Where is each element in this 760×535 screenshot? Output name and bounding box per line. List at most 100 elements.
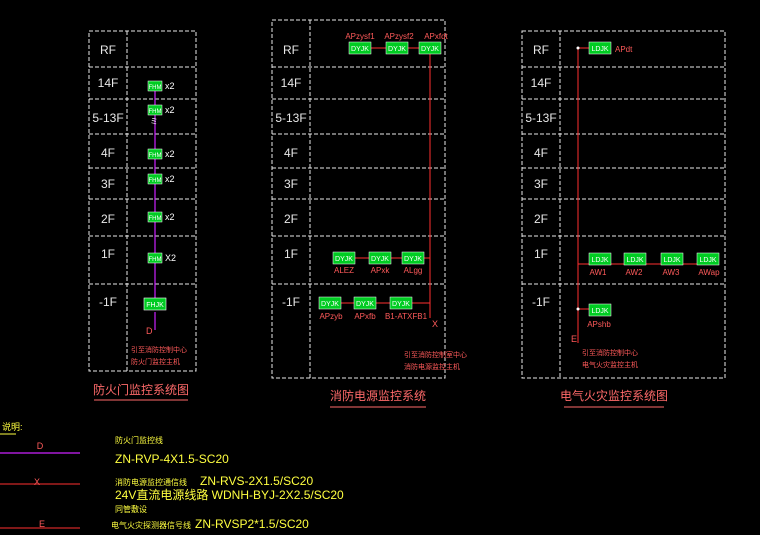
power-monitor-wiring (341, 47, 431, 318)
module-code: FHM (149, 216, 162, 222)
ldjk-module-1f-2: LDJK AW2 (623, 252, 647, 277)
module-label: ALgg (404, 266, 423, 275)
electrical-fire-wiring (577, 47, 718, 343)
module-code: LDJK (626, 257, 643, 264)
floor-label: 4F (284, 146, 298, 160)
ldjk-module-1f-1: LDJK AW1 (588, 252, 612, 277)
legend-wire-letter: D (37, 441, 44, 451)
module-multiplier: x2 (165, 212, 175, 222)
ldjk-module-1f-4: LDJK AWap (696, 252, 720, 277)
module-label: AW1 (589, 268, 607, 277)
module-label: ALEZ (334, 266, 354, 275)
legend-line-sub: 24V直流电源线路 WDNH-BYJ-2X2.5/SC20 (115, 487, 344, 502)
floor-label: 1F (534, 247, 548, 261)
module-multiplier: X2 (165, 253, 176, 263)
module-label: APzysf1 (345, 32, 375, 41)
module-code: FHM (149, 257, 162, 263)
module-label: APzysf2 (384, 32, 414, 41)
note-line: 电气火灾监控主机 (582, 360, 638, 369)
module-code: LDJK (591, 257, 608, 264)
module-multiplier: x2 (165, 105, 175, 115)
module-label: APshb (587, 320, 611, 329)
module-code: FHM (149, 153, 162, 159)
module-code: DYJK (421, 46, 439, 53)
module-code: DYJK (351, 46, 369, 53)
dyjk-module-rf-3: DYJK APxfdt (418, 32, 449, 55)
note-line: 消防电源监控主机 (404, 362, 460, 371)
module-code: DYJK (371, 256, 389, 263)
module-multiplier: x2 (165, 149, 175, 159)
ldjk-module-rf: LDJK APdt (588, 41, 633, 55)
dyjk-module-rf-1: DYJK APzysf1 (345, 32, 375, 55)
legend-line-spec: ZN-RVS-2X1.5/SC20 (200, 474, 313, 488)
floor-label: 4F (534, 146, 548, 160)
module-code: DYJK (392, 301, 410, 308)
panel-grid (271, 19, 446, 379)
floor-label: RF (100, 43, 116, 57)
fhjk-controller-b1: FHJK (143, 297, 167, 311)
dyjk-module-rf-2: DYJK APzysf2 (384, 32, 414, 55)
fhm-module-2f: FHM x2 (147, 211, 175, 223)
module-label: AW3 (662, 268, 680, 277)
fhm-module-14f: FHM x2 (147, 80, 175, 92)
module-code: LDJK (663, 257, 680, 264)
panel-grid (521, 30, 726, 379)
module-label: APdt (615, 45, 633, 54)
legend: 说明: D 防火门监控线 ZN-RVP-4X1.5-SC20 X 消防电源监控通… (0, 421, 344, 531)
note-line: 防火门监控主机 (131, 357, 180, 366)
junction-dot (576, 46, 580, 50)
floor-label: 2F (101, 212, 115, 226)
module-label: B1-ATXFB1 (385, 312, 428, 321)
module-label: APxfdt (424, 32, 448, 41)
panel-title: 消防电源监控系统 (330, 388, 426, 403)
legend-line-sub: 同管敷设 (115, 504, 147, 514)
module-label: APzyb (319, 312, 343, 321)
floor-label: 3F (101, 177, 115, 191)
panel-frame (521, 30, 726, 379)
fhm-module-4f: FHM x2 (147, 148, 175, 160)
dyjk-module-b1-2: DYJK APxfb (353, 296, 377, 321)
module-code: FHJK (146, 302, 164, 309)
dyjk-module-1f-2: DYJK APxk (368, 251, 392, 275)
panel-electrical-fire: RF 14F 5-13F 4F 3F 2F 1F -1F LDJK APdt L… (521, 30, 726, 408)
note-line: 引至消防控制室中心 (404, 350, 467, 359)
junction-dot (576, 307, 580, 311)
legend-heading: 说明: (2, 421, 23, 432)
floor-label: 14F (531, 76, 552, 90)
panel-grid (88, 30, 197, 372)
floor-label: 2F (284, 212, 298, 226)
floor-label: 1F (101, 247, 115, 261)
floor-label: RF (533, 43, 549, 57)
module-multiplier: x2 (165, 81, 175, 91)
module-code: FHM (149, 109, 162, 115)
floor-label: -1F (282, 295, 300, 309)
module-code: LDJK (699, 257, 716, 264)
floor-label: 1F (284, 247, 298, 261)
module-label: APxk (371, 266, 391, 275)
module-code: DYJK (356, 301, 374, 308)
module-code: DYJK (335, 256, 353, 263)
continuation-mark: ミ (150, 117, 158, 126)
floor-label: 3F (284, 177, 298, 191)
legend-line-spec: ZN-RVP-4X1.5-SC20 (115, 452, 229, 466)
floor-label: -1F (532, 295, 550, 309)
fhm-module-5-13f: FHM x2 (147, 104, 175, 116)
module-code: LDJK (591, 46, 608, 53)
panel-title: 电气火灾监控系统图 (560, 388, 668, 403)
floor-label: -1F (99, 295, 117, 309)
panel-frame (88, 30, 197, 372)
floor-label: 3F (534, 177, 548, 191)
fhm-module-1f: FHM X2 (147, 252, 176, 264)
dyjk-module-1f-3: DYJK ALgg (401, 251, 425, 275)
floor-label: 5-13F (92, 111, 123, 125)
panel-fire-door: RF 14F 5-13F 4F 3F 2F 1F -1F ミ FHM x2 FH… (88, 30, 197, 401)
wire-letter-x: X (432, 319, 438, 329)
legend-line-label: 电气火灾探测器信号线 (111, 520, 191, 530)
module-label: AWap (698, 268, 720, 277)
ldjk-module-b1: LDJK APshb (587, 303, 611, 329)
legend-wire-letter: E (39, 519, 45, 529)
module-code: FHM (149, 85, 162, 91)
module-code: LDJK (591, 308, 608, 315)
note-line: 引至消防控制中心 (131, 345, 187, 354)
